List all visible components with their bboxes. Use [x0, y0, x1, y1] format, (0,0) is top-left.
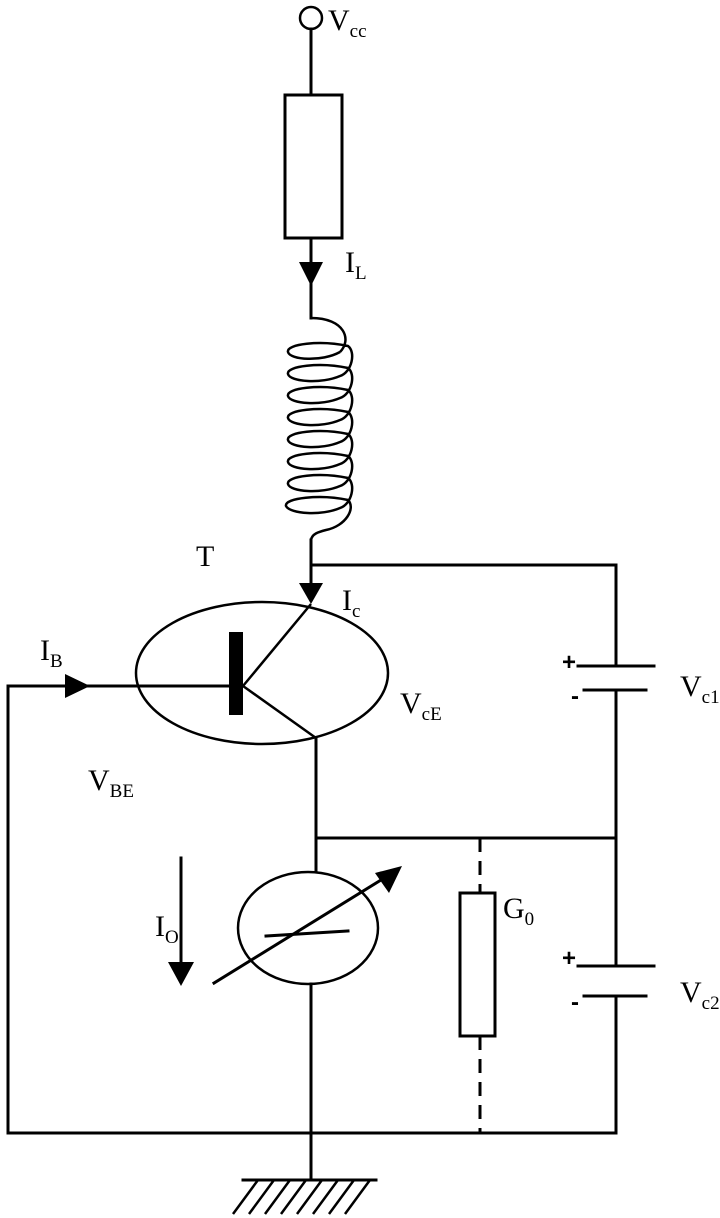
transistor-label: T — [196, 540, 214, 573]
vc2-plus-sign: + — [562, 945, 576, 972]
g0-resistor — [458, 891, 497, 1038]
il-label: IL — [345, 246, 367, 284]
transistor-collector-lead — [242, 603, 312, 687]
transistor-emitter-lead — [242, 684, 317, 740]
g0-label: G0 — [503, 892, 534, 930]
ic-label: Ic — [342, 584, 360, 622]
io-arrow-icon — [168, 962, 194, 986]
il-arrow-icon — [299, 262, 323, 286]
ib-label: IB — [40, 634, 63, 672]
current-source-bar — [264, 929, 350, 938]
vc1-label: Vc1 — [680, 670, 720, 708]
ic-arrow-icon — [299, 583, 323, 604]
vbe-label: VBE — [88, 764, 134, 802]
current-source — [236, 870, 380, 986]
load-resistor — [283, 93, 344, 240]
variable-arrow-icon — [375, 866, 402, 893]
vc2-label: Vc2 — [680, 976, 720, 1014]
vc2-minus-sign: - — [571, 989, 579, 1016]
ground-icon — [231, 1178, 378, 1215]
inductor-coil — [284, 316, 354, 541]
io-label: IO — [155, 910, 179, 948]
vcc-terminal — [298, 5, 324, 31]
ib-arrow-icon — [65, 674, 90, 698]
transistor-envelope — [134, 600, 390, 746]
transistor-base-bar — [229, 632, 243, 715]
variable-arrow-line — [211, 869, 397, 986]
vc1-minus-sign: - — [571, 683, 579, 710]
vc1-plus-sign: + — [562, 649, 576, 676]
vcc-label: Vcc — [328, 4, 367, 42]
vce-label: VcE — [400, 687, 442, 725]
